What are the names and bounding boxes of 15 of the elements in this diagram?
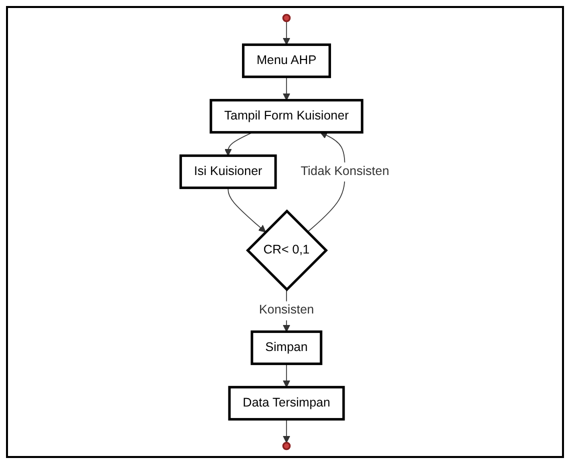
node-diamond: CR< 0,1 xyxy=(246,209,328,292)
node-circle xyxy=(282,442,291,450)
node-box: Isi Kuisioner xyxy=(180,154,277,190)
node-box: Tampil Form Kuisioner xyxy=(210,98,364,134)
node-circle xyxy=(282,14,291,22)
node-box: Menu AHP xyxy=(242,43,332,78)
node-box: Data Tersimpan xyxy=(228,386,345,421)
edge-label: Konsisten xyxy=(259,302,314,318)
edge-label: Tidak Konsisten xyxy=(300,164,390,178)
arrow xyxy=(282,363,290,388)
arrow xyxy=(228,187,266,232)
arrow xyxy=(282,20,290,46)
arrow xyxy=(282,76,290,101)
node-box: Simpan xyxy=(250,330,322,366)
arrow xyxy=(282,418,290,443)
